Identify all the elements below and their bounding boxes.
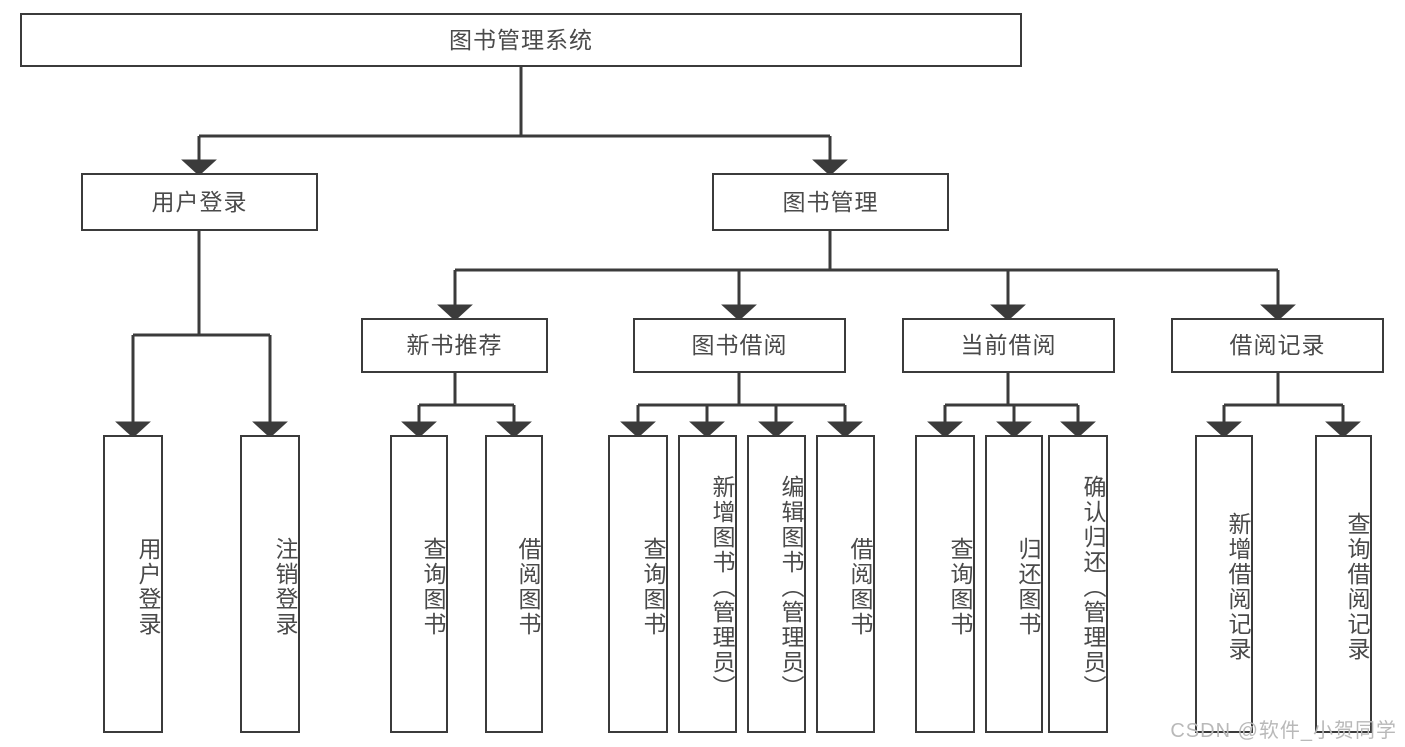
node-book-borrow[interactable]: 图书借阅 (633, 318, 846, 373)
leaf-label: 查询图书 (420, 537, 446, 637)
leaf-return-book[interactable]: 归还图书 (985, 435, 1043, 733)
leaf-label: 查询图书 (640, 537, 666, 637)
node-root[interactable]: 图书管理系统 (20, 13, 1022, 67)
leaf-confirm-return-admin[interactable]: 确认归还（管理员） (1048, 435, 1108, 733)
leaf-borrow-book[interactable]: 借阅图书 (816, 435, 875, 733)
leaf-label: 新增图书（管理员） (709, 474, 735, 700)
node-borrow-record-label: 借阅记录 (1229, 332, 1326, 359)
leaf-search-book-current[interactable]: 查询图书 (915, 435, 975, 733)
node-user-login-label: 用户登录 (151, 188, 248, 215)
leaf-logout[interactable]: 注销登录 (240, 435, 300, 733)
node-book-management-label: 图书管理 (782, 188, 879, 215)
leaf-user-login[interactable]: 用户登录 (103, 435, 163, 733)
leaf-label: 归还图书 (1015, 537, 1041, 637)
node-borrow-record[interactable]: 借阅记录 (1171, 318, 1384, 373)
leaf-search-book-borrow[interactable]: 查询图书 (608, 435, 668, 733)
leaf-label: 新增借阅记录 (1225, 512, 1251, 662)
leaf-edit-book-admin[interactable]: 编辑图书（管理员） (747, 435, 806, 733)
node-current-borrow-label: 当前借阅 (960, 332, 1057, 359)
leaf-label: 编辑图书（管理员） (778, 474, 804, 700)
leaf-label: 借阅图书 (847, 537, 873, 637)
node-book-management[interactable]: 图书管理 (712, 173, 949, 231)
leaf-borrow-book-newbook[interactable]: 借阅图书 (485, 435, 543, 733)
node-current-borrow[interactable]: 当前借阅 (902, 318, 1115, 373)
leaf-label: 确认归还（管理员） (1080, 474, 1106, 700)
leaf-label: 借阅图书 (515, 537, 541, 637)
node-book-borrow-label: 图书借阅 (691, 332, 788, 359)
leaf-search-book-newbook[interactable]: 查询图书 (390, 435, 448, 733)
leaf-add-book-admin[interactable]: 新增图书（管理员） (678, 435, 737, 733)
node-root-label: 图书管理系统 (449, 26, 593, 53)
leaf-label: 查询借阅记录 (1344, 512, 1370, 662)
csdn-watermark: CSDN @软件_小贺同学 (1170, 720, 1397, 742)
leaf-label: 用户登录 (135, 537, 161, 637)
leaf-label: 注销登录 (272, 537, 298, 637)
node-new-book-recommend-label: 新书推荐 (406, 332, 503, 359)
leaf-add-borrow-record[interactable]: 新增借阅记录 (1195, 435, 1253, 733)
leaf-label: 查询图书 (947, 537, 973, 637)
node-new-book-recommend[interactable]: 新书推荐 (361, 318, 548, 373)
leaf-search-borrow-record[interactable]: 查询借阅记录 (1315, 435, 1372, 733)
node-user-login[interactable]: 用户登录 (81, 173, 318, 231)
